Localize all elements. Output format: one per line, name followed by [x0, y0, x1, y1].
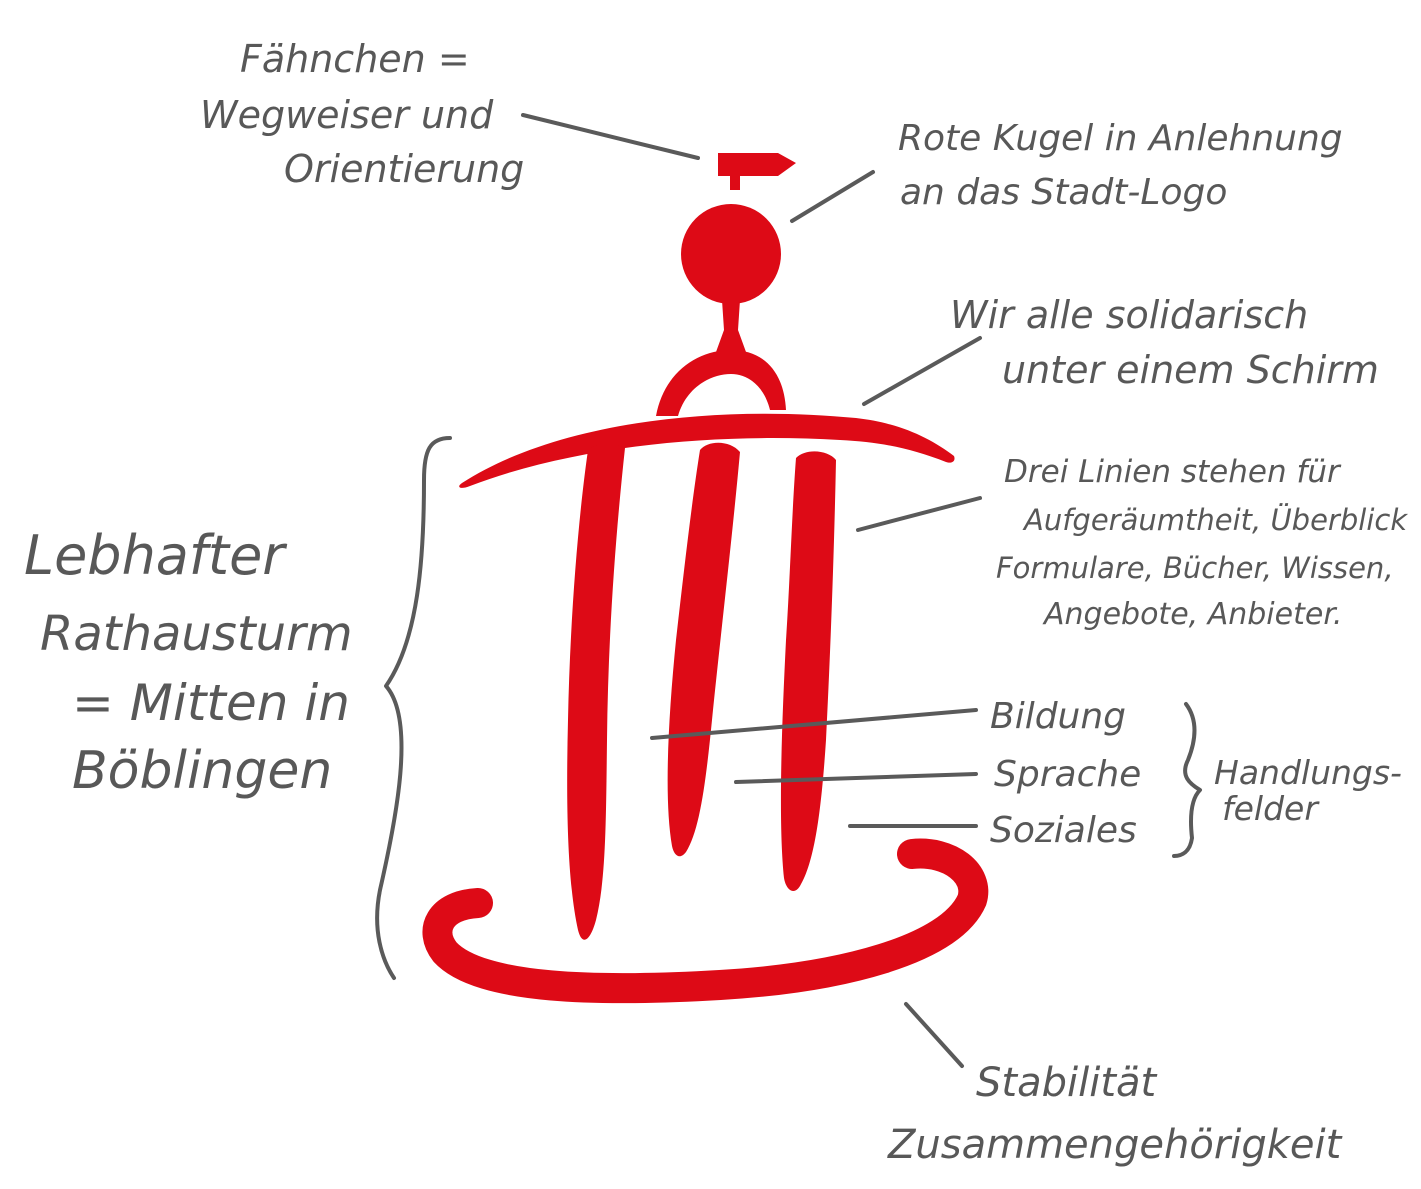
umbrella-roof — [459, 413, 955, 488]
red-ball — [681, 204, 781, 304]
tower-label-line-1: Lebhafter — [24, 524, 287, 587]
lines-label: Drei Linien stehen für Aufgeräumtheit, Ü… — [996, 454, 1408, 632]
lines-label-line-1: Drei Linien stehen für — [1004, 454, 1342, 490]
lines-label-line-3: Formulare, Bücher, Wissen, — [996, 551, 1394, 585]
flag-shape — [718, 153, 796, 190]
lines-label-line-4: Angebote, Anbieter. — [1042, 597, 1342, 632]
base-connector — [904, 1002, 964, 1068]
field-bildung: Bildung — [990, 696, 1126, 737]
tower-neck — [716, 300, 746, 352]
base-label-line-1: Stabilität — [976, 1060, 1158, 1106]
lines-label-line-2: Aufgeräumtheit, Überblick — [1022, 503, 1408, 537]
fields-brace — [1172, 702, 1202, 858]
tower-label-line-4: Böblingen — [72, 741, 332, 801]
fields-label: Bildung Sprache Soziales Handlungs- feld… — [990, 696, 1402, 851]
tower-label-line-3: = Mitten in — [72, 674, 350, 732]
umbrella-connector — [862, 336, 982, 406]
flag-label-line-2: Wegweiser und — [200, 93, 494, 137]
tower-label-line-2: Rathausturm — [40, 606, 353, 662]
ball-connector — [790, 170, 875, 223]
umbrella-label: Wir alle solidarisch unter einem Schirm — [950, 293, 1379, 392]
flag-connector — [521, 113, 700, 160]
fields-group-line-2: felder — [1222, 789, 1320, 828]
sprache-connector — [734, 772, 978, 784]
column-middle — [667, 442, 740, 857]
tower-label: Lebhafter Rathausturm = Mitten in Böblin… — [24, 524, 353, 801]
field-soziales: Soziales — [990, 810, 1137, 851]
lines-connector — [856, 496, 982, 532]
tower-logo — [422, 153, 989, 1004]
column-left — [567, 444, 625, 940]
flag-label: Fähnchen = Wegweiser und Orientierung — [200, 37, 524, 191]
ball-label-line-2: an das Stadt-Logo — [900, 172, 1227, 213]
umbrella-label-line-1: Wir alle solidarisch — [950, 293, 1308, 337]
flag-label-line-3: Orientierung — [284, 147, 524, 191]
field-sprache: Sprache — [994, 754, 1141, 795]
umbrella-label-line-2: unter einem Schirm — [1002, 348, 1379, 392]
ball-label: Rote Kugel in Anlehnung an das Stadt-Log… — [898, 118, 1343, 213]
annotation-lines — [375, 113, 1202, 1068]
base-label-line-2: Zusammengehörigkeit — [887, 1122, 1343, 1168]
base-label: Stabilität Zusammengehörigkeit — [887, 1060, 1343, 1168]
tower-brace — [375, 436, 452, 980]
flag-label-line-1: Fähnchen = — [240, 37, 470, 81]
ball-label-line-1: Rote Kugel in Anlehnung — [898, 118, 1343, 159]
fields-group-line-1: Handlungs- — [1214, 753, 1402, 792]
bildung-connector — [650, 708, 978, 740]
column-right — [780, 451, 836, 892]
base-swoosh — [422, 838, 989, 1004]
tower-dome — [656, 350, 786, 416]
